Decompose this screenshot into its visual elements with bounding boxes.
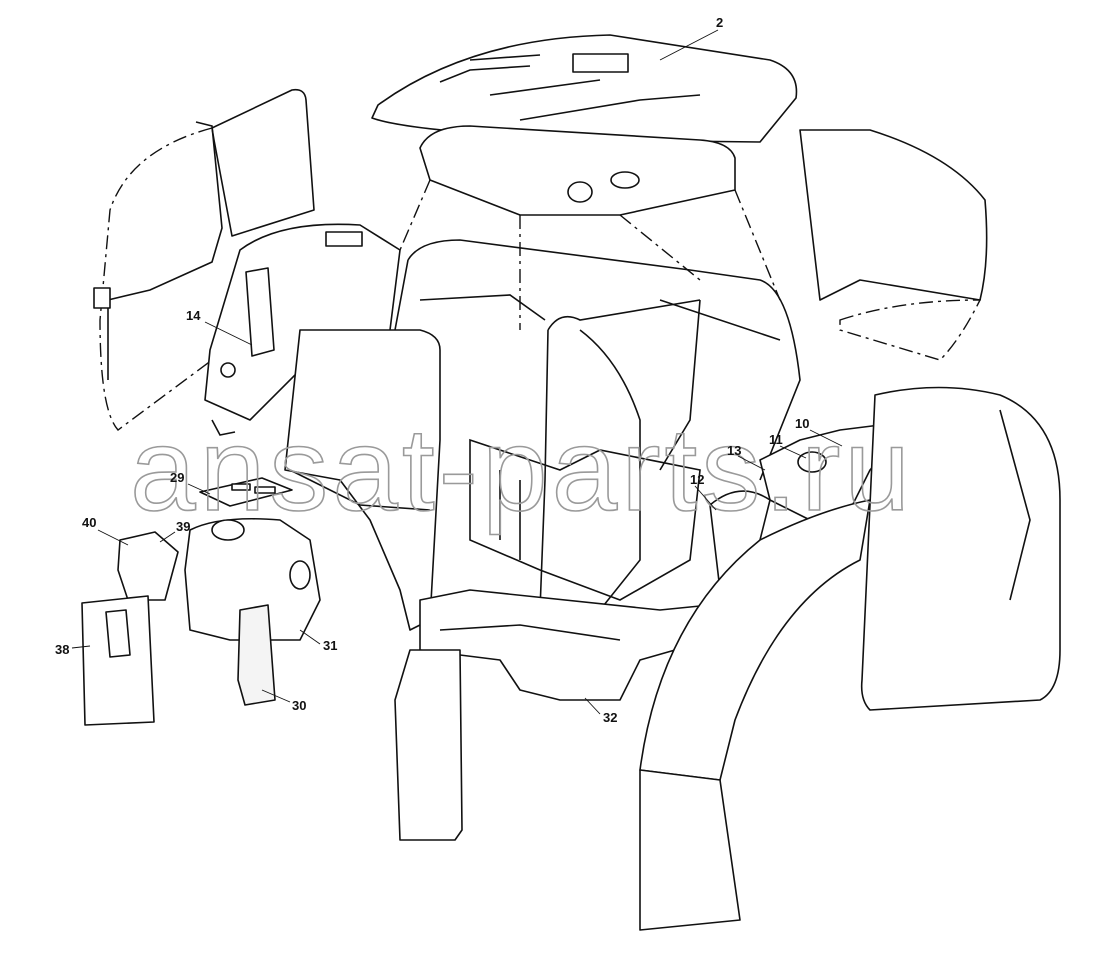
right-rear-fender: [639, 499, 871, 931]
callout-32: 32: [603, 710, 617, 725]
callout-13: 13: [727, 443, 741, 458]
callout-29: 29: [170, 470, 184, 485]
callout-12: 12: [690, 472, 704, 487]
side-panel-38: [81, 595, 155, 726]
callout-40: 40: [82, 515, 96, 530]
callout-11: 11: [769, 432, 783, 447]
callout-30: 30: [292, 698, 306, 713]
cover-40-39: [117, 531, 179, 601]
instrument-cluster-covers: [184, 518, 321, 706]
right-door-glass: [799, 129, 988, 361]
left-rear-fender-console: [204, 223, 401, 436]
callout-2: 2: [716, 15, 723, 30]
callout-14: 14: [186, 308, 201, 323]
floor-platform: [419, 589, 781, 701]
leader-lines: [71, 29, 843, 715]
callout-10: 10: [795, 416, 809, 431]
callout-31: 31: [323, 638, 337, 653]
left-door-glass: [93, 88, 315, 431]
left-mudguard: [394, 649, 463, 841]
watermark-text: ansat-parts.ru: [130, 404, 914, 536]
callout-39: 39: [176, 519, 190, 534]
right-rear-glass: [860, 386, 1061, 711]
cab-frame: [394, 179, 801, 611]
roof-panel: [371, 34, 798, 216]
front-door-glass: [284, 329, 441, 631]
callout-38: 38: [55, 642, 69, 657]
dash-panel-29: [199, 477, 293, 507]
